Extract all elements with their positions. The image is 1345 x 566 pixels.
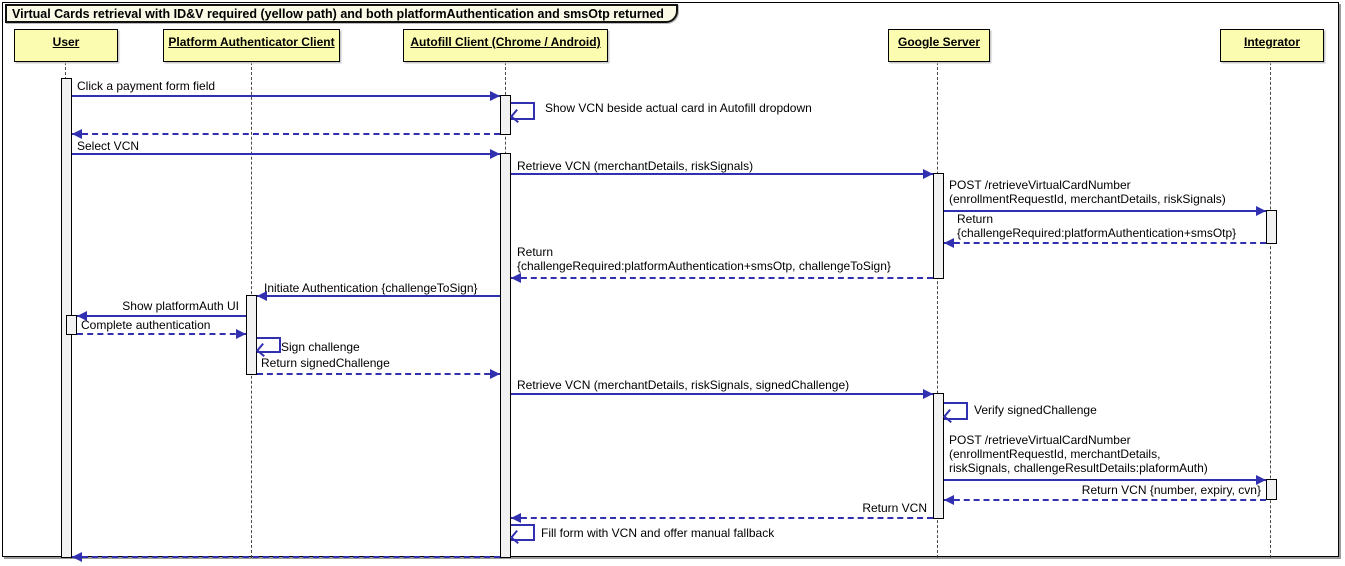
message-arrowhead-3 [490,149,500,159]
message-line-2 [72,133,500,135]
message-label-5: POST /retrieveVirtualCardNumber (enrollm… [949,178,1226,206]
activation-autofill-1 [500,95,511,135]
message-arrowhead-19 [72,552,82,562]
message-label-16: Return VCN {number, expiry, cvn} [1081,483,1261,497]
message-line-10 [77,333,246,335]
message-line-9 [77,315,246,317]
message-arrowhead-4 [923,169,933,179]
message-label-7: Return {challengeRequired:platformAuthen… [517,245,891,273]
message-arrowhead-17 [511,513,521,523]
message-arrowhead-9 [77,311,87,321]
message-label-10: Complete authentication [81,318,211,332]
activation-google-2 [933,393,944,519]
participant-google-server: Google Server [888,29,990,62]
message-line-12 [257,373,500,375]
message-arrowhead-5 [1256,206,1266,216]
message-line-4 [511,173,933,175]
message-arrowhead-7 [511,273,521,283]
message-arrowhead-0 [490,91,500,101]
activation-autofill-2 [500,153,511,558]
message-line-5 [944,210,1266,212]
message-label-0: Click a payment form field [77,79,216,93]
message-label-6: Return {challengeRequired:platformAuthen… [957,212,1237,240]
participant-google-server-label: Google Server [897,35,981,49]
message-line-3 [72,153,500,155]
message-line-13 [511,393,933,395]
message-arrowhead-15 [1256,475,1266,485]
participant-integrator: Integrator [1220,29,1324,62]
message-arrowhead-12 [490,369,500,379]
self-message-loop-1 [511,102,535,120]
self-message-loop-18 [511,524,535,541]
message-line-6 [944,242,1266,244]
message-arrowhead-8 [257,291,267,301]
message-arrowhead-13 [923,389,933,399]
message-label-3: Select VCN [77,139,140,153]
message-label-17: Return VCN [862,501,927,515]
message-line-15 [944,479,1266,481]
self-message-loop-11 [257,337,281,353]
activation-integrator-1 [1266,210,1277,244]
message-label-14: Verify signedChallenge [974,403,1097,417]
diagram-border [2,2,1339,557]
message-label-4: Retrieve VCN (merchantDetails, riskSigna… [517,159,754,173]
participant-autofill-client: Autofill Client (Chrome / Android) [403,29,608,62]
message-arrowhead-6 [944,238,954,248]
lifeline-google-server [937,62,938,558]
message-arrowhead-10 [236,329,246,339]
activation-google-1 [933,173,944,279]
message-label-8: Initiate Authentication {challengeToSign… [264,281,478,295]
message-label-18: Fill form with VCN and offer manual fall… [541,526,775,540]
message-label-15: POST /retrieveVirtualCardNumber (enrollm… [949,433,1208,475]
message-line-19 [72,556,500,558]
diagram-title: Virtual Cards retrieval with ID&V requir… [5,4,678,23]
participant-autofill-client-label: Autofill Client (Chrome / Android) [410,35,601,49]
message-arrowhead-16 [944,495,954,505]
activation-user-nested [66,315,77,335]
activation-integrator-2 [1266,479,1277,500]
message-arrowhead-2 [72,129,82,139]
activation-platform-authenticator [246,295,257,375]
lifeline-integrator [1270,62,1271,558]
message-line-17 [511,517,933,519]
message-label-1: Show VCN beside actual card in Autofill … [545,101,812,115]
message-label-9: Show platformAuth UI [122,299,239,313]
message-label-13: Retrieve VCN (merchantDetails, riskSigna… [517,378,850,392]
message-line-16 [944,499,1266,501]
participant-platform-authenticator-label: Platform Authenticator Client [168,35,335,49]
message-line-0 [72,95,500,97]
participant-platform-authenticator: Platform Authenticator Client [163,29,340,62]
message-line-7 [511,277,933,279]
message-label-11: Sign challenge [281,340,360,354]
message-label-12: Return signedChallenge [261,356,390,370]
self-message-loop-14 [944,402,968,420]
participant-integrator-label: Integrator [1243,35,1300,49]
participant-user-label: User [52,35,80,49]
participant-user: User [14,29,118,62]
message-line-8 [257,295,500,297]
